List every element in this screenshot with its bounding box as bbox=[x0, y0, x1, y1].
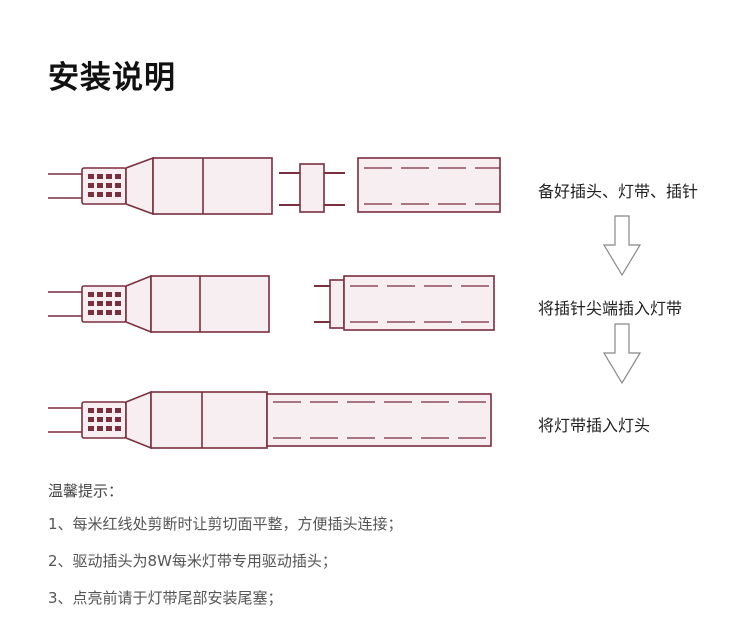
page-title: 安装说明 bbox=[48, 60, 176, 96]
step3-label: 将灯带插入灯头 bbox=[538, 416, 651, 435]
down-arrow-icon bbox=[603, 215, 641, 277]
installation-diagram bbox=[48, 156, 501, 450]
step2-strip-with-pin bbox=[314, 275, 495, 331]
step3-assembled bbox=[48, 390, 492, 450]
step1-label: 备好插头、灯带、插针 bbox=[538, 182, 699, 201]
tips-section: 温馨提示： 1、每米红线处剪断时让剪切面平整，方便插头连接； 2、驱动插头为8W… bbox=[48, 480, 403, 624]
tip-item: 2、驱动插头为8W每米灯带专用驱动插头； bbox=[48, 552, 337, 570]
step1-plug-head bbox=[48, 156, 273, 216]
step1-connector-pin bbox=[279, 163, 345, 213]
tips-heading: 温馨提示： bbox=[48, 482, 124, 500]
tip-item: 1、每米红线处剪断时让剪切面平整，方便插头连接； bbox=[48, 515, 403, 533]
tip-item: 3、点亮前请于灯带尾部安装尾塞； bbox=[48, 589, 283, 607]
step2-label: 将插针尖端插入灯带 bbox=[538, 299, 683, 318]
down-arrow-icon bbox=[603, 323, 641, 385]
step1-light-strip bbox=[357, 157, 501, 213]
step2-plug-head bbox=[48, 274, 270, 334]
